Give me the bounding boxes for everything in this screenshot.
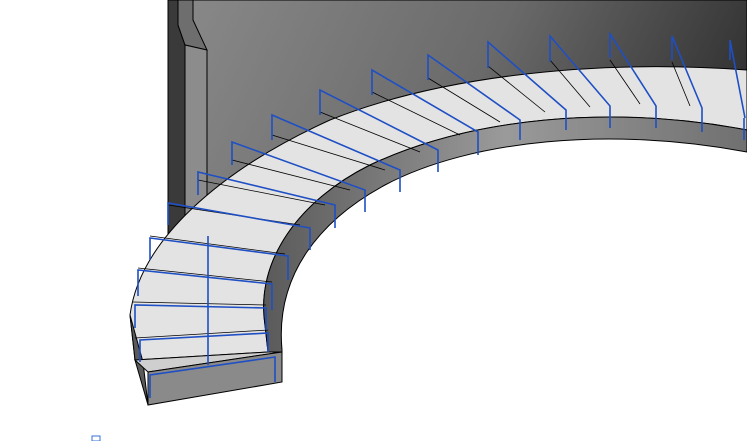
- rebar-3[interactable]: [134, 304, 267, 330]
- rebar-6[interactable]: [167, 202, 311, 250]
- rebar-5[interactable]: [149, 237, 289, 280]
- rebar-11[interactable]: [371, 68, 479, 155]
- rebar-16[interactable]: [671, 35, 703, 132]
- rebar-8[interactable]: [231, 140, 366, 212]
- rebar-15[interactable]: [609, 31, 657, 128]
- segment-dividers: [132, 59, 691, 339]
- rebar-12[interactable]: [427, 53, 521, 140]
- rebar-2[interactable]: [139, 332, 269, 362]
- rebar-13[interactable]: [487, 40, 567, 130]
- rebar-14[interactable]: [549, 33, 611, 128]
- rebar-10[interactable]: [319, 88, 439, 172]
- rebar-1[interactable]: [149, 356, 276, 398]
- rebar-7[interactable]: [197, 170, 336, 228]
- rebar-17[interactable]: [729, 39, 746, 119]
- view-cube-icon[interactable]: [91, 435, 101, 441]
- rebar-4[interactable]: [137, 269, 273, 310]
- rebar-group[interactable]: [134, 31, 746, 398]
- slab-end-face: [147, 351, 283, 406]
- rebar-9[interactable]: [271, 113, 401, 192]
